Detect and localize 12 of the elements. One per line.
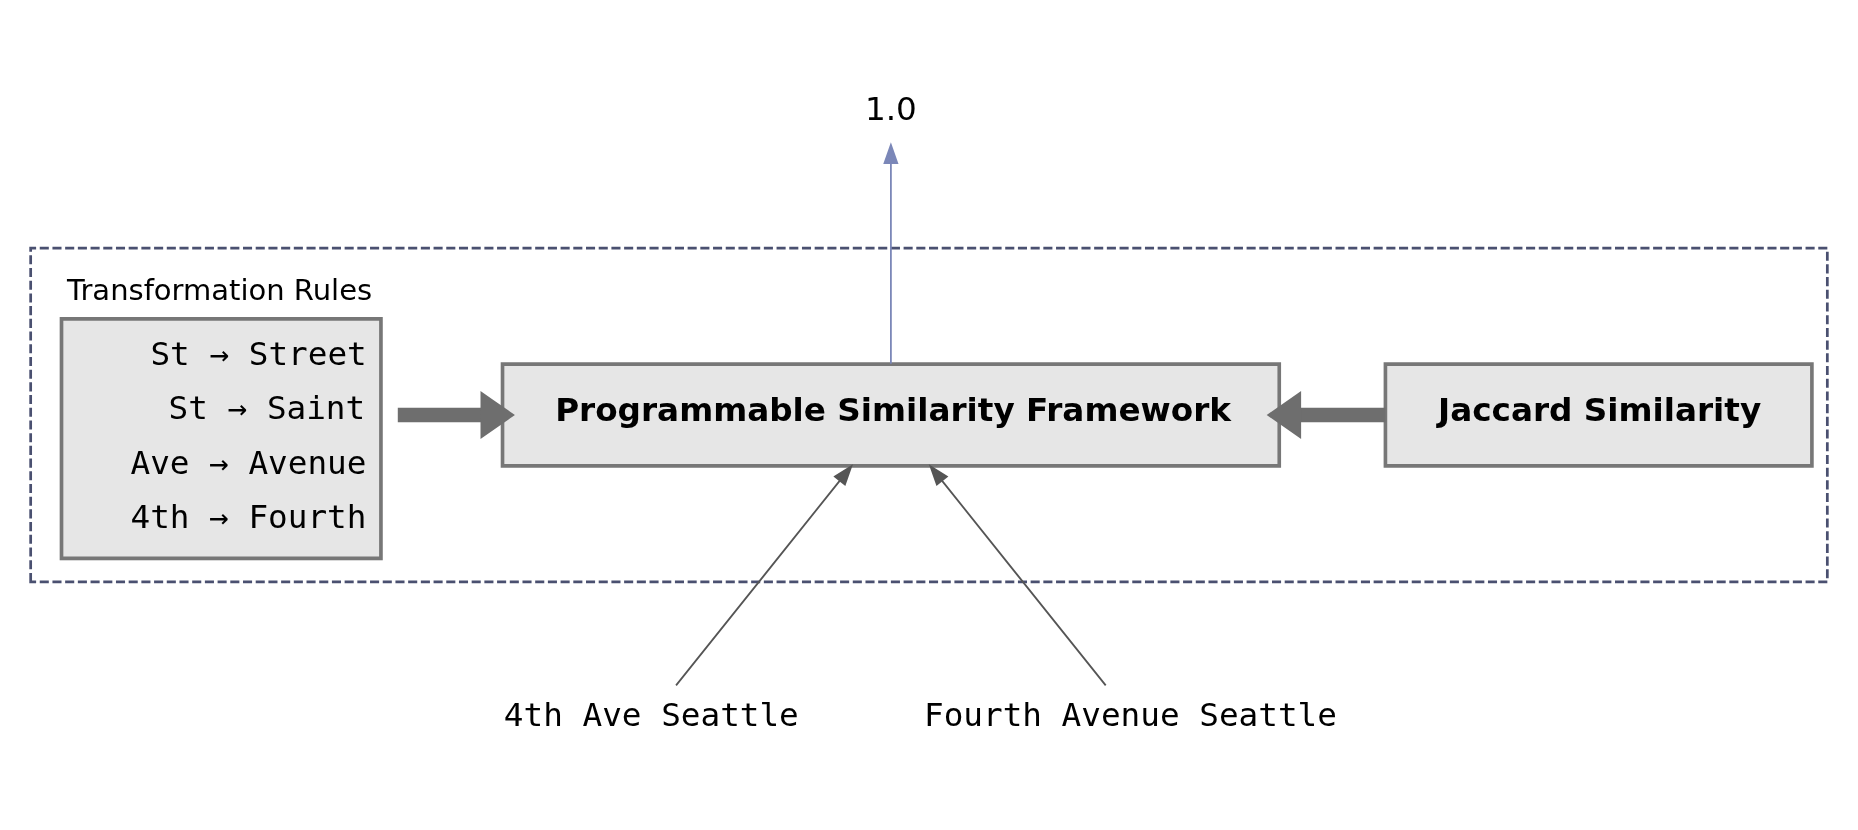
arrow bbox=[883, 142, 899, 365]
node-text: 1.0 bbox=[864, 89, 917, 128]
cluster bbox=[29, 246, 1829, 584]
arrow bbox=[928, 464, 1107, 687]
node-label: Transformation Rules bbox=[66, 273, 373, 308]
arrow bbox=[1266, 390, 1386, 440]
node-box: Jaccard Similarity bbox=[1383, 362, 1814, 468]
arrow bbox=[675, 464, 853, 687]
node-text: Fourth Avenue Seattle bbox=[924, 696, 1337, 735]
node-text: 4th Ave Seattle bbox=[503, 696, 799, 735]
node-box: Programmable Similarity Framework bbox=[500, 362, 1282, 468]
arrow bbox=[397, 390, 515, 440]
